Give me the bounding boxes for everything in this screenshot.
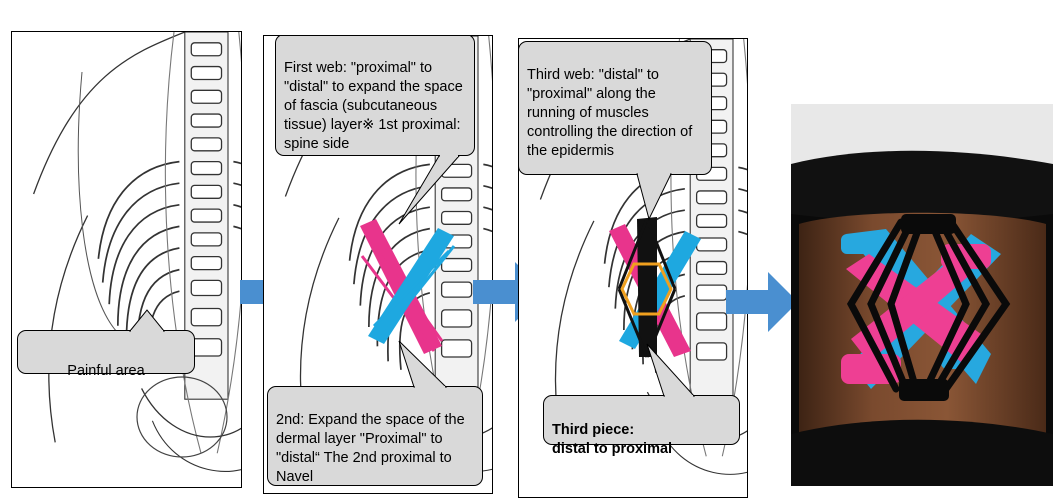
second-web-text: 2nd: Expand the space of the dermal laye… <box>276 412 465 485</box>
photo-tape-black <box>846 218 1011 393</box>
taped-back-photo <box>791 104 1053 486</box>
diagram-panel-2: First web: "proximal" to "distal" to exp… <box>263 35 493 494</box>
second-web-tape-blue <box>368 228 456 344</box>
flow-arrow-3 <box>726 272 798 332</box>
first-web-callout: First web: "proximal" to "distal" to exp… <box>275 36 475 156</box>
taped-back-photo-drawing <box>791 104 1053 486</box>
third-piece-callout: Third piece: distal to proximal <box>543 395 740 457</box>
diagram-panel-1: Painful area <box>11 31 242 488</box>
back-anatomy-illustration <box>32 32 241 473</box>
back-anatomy-illustration <box>539 39 747 476</box>
third-web-text: Third web: "distal" to "proximal" along … <box>527 67 693 159</box>
highlight-hexagon <box>620 262 673 316</box>
painful-area-callout: Painful area <box>17 330 195 379</box>
painful-area-label: Painful area <box>67 363 145 379</box>
third-web-callout: Third web: "distal" to "proximal" along … <box>519 41 712 175</box>
diagram-panel-3: Third web: "distal" to "proximal" along … <box>518 38 748 498</box>
third-piece-text: Third piece: distal to proximal <box>552 422 673 457</box>
first-web-text: First web: "proximal" to "distal" to exp… <box>284 60 463 152</box>
second-web-callout: 2nd: Expand the space of the dermal laye… <box>267 386 483 486</box>
back-anatomy-illustration <box>284 36 492 473</box>
